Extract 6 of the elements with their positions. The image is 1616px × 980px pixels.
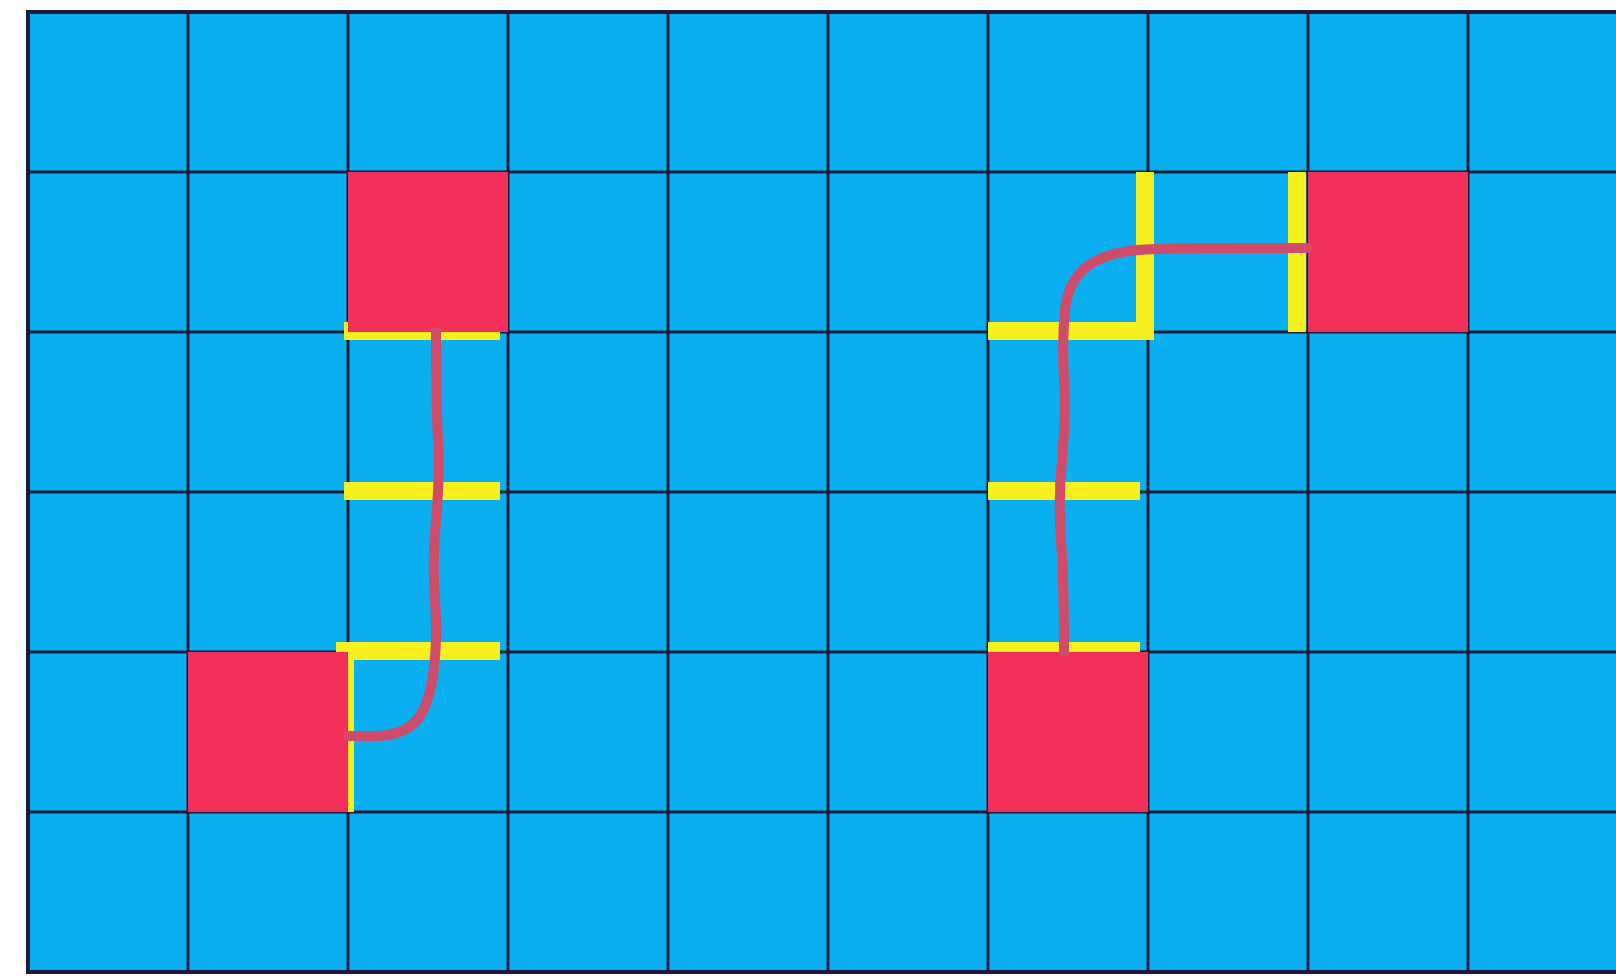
target-square — [348, 172, 508, 332]
path-line — [343, 327, 444, 741]
path-line — [1054, 243, 1313, 657]
target-square — [1308, 172, 1468, 332]
target-square — [188, 652, 348, 812]
target-square — [988, 652, 1148, 812]
